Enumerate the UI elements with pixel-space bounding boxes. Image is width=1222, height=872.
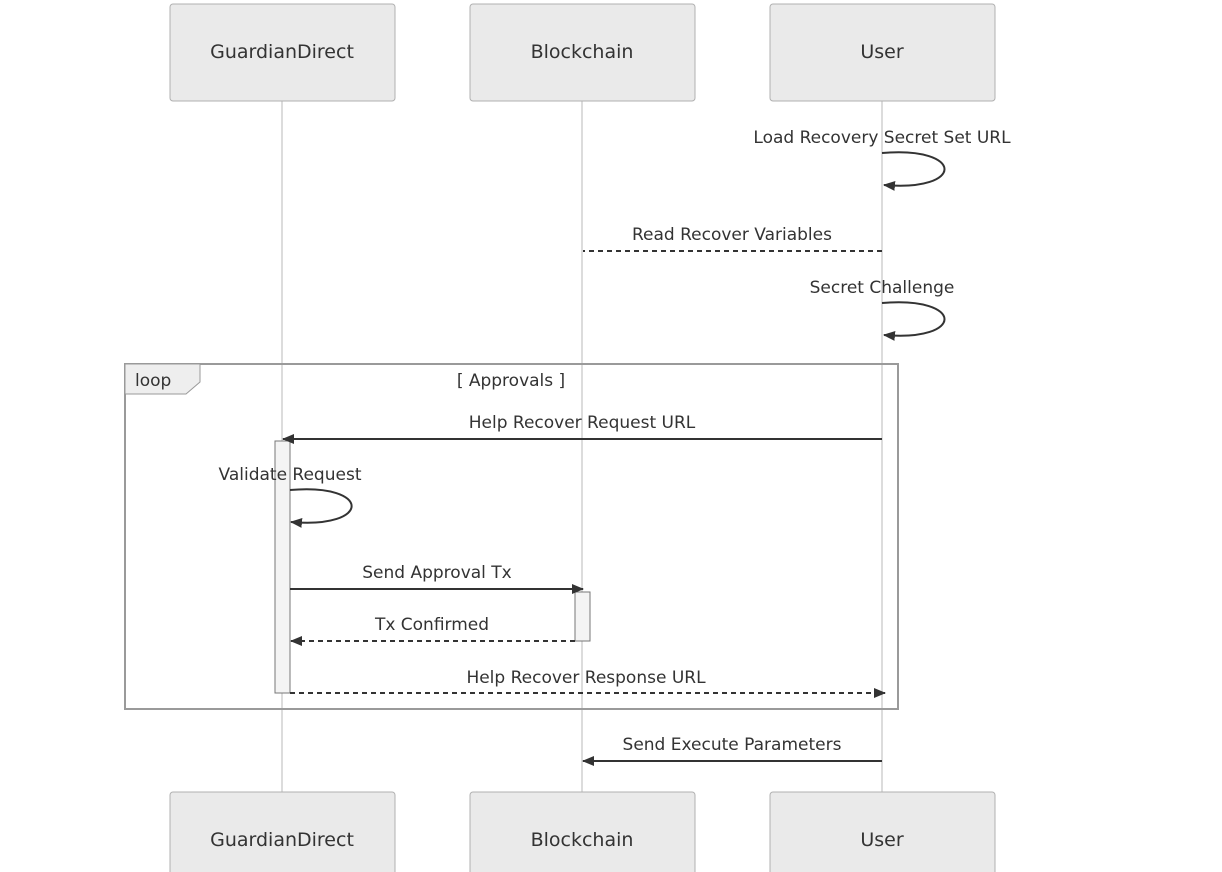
actor-label: User xyxy=(860,41,903,63)
actor-bottom-guardiandirect: GuardianDirect xyxy=(169,791,396,872)
message-send-execute-parameters: Send Execute Parameters xyxy=(582,735,882,766)
message-label: Send Approval Tx xyxy=(362,563,512,583)
actor-top-guardiandirect: GuardianDirect xyxy=(169,3,396,102)
actor-top-user: User xyxy=(769,3,996,102)
message-label: Help Recover Response URL xyxy=(466,668,706,688)
message-label: Validate Request xyxy=(219,465,362,485)
actor-label: Blockchain xyxy=(531,41,634,63)
actor-label: User xyxy=(860,829,903,851)
loop-keyword: loop xyxy=(135,371,171,391)
message-label: Tx Confirmed xyxy=(374,615,489,635)
message-label: Send Execute Parameters xyxy=(623,735,842,755)
actor-top-blockchain: Blockchain xyxy=(469,3,696,102)
actor-label: Blockchain xyxy=(531,829,634,851)
message-help-recover-response-url: Help Recover Response URL xyxy=(290,668,886,698)
actor-label: GuardianDirect xyxy=(210,829,354,851)
message-load-recovery-secret-set-url: Load Recovery Secret Set URL xyxy=(753,128,1011,191)
message-label: Secret Challenge xyxy=(810,278,955,298)
message-read-recover-variables: Read Recover Variables xyxy=(583,225,882,252)
message-label: Help Recover Request URL xyxy=(469,413,696,433)
loop-condition: [ Approvals ] xyxy=(457,371,565,391)
loop-frame: loop [ Approvals ] xyxy=(124,363,899,710)
actor-bottom-blockchain: Blockchain xyxy=(469,791,696,872)
message-validate-request: Validate Request xyxy=(219,465,362,528)
activation-blockchain xyxy=(574,591,591,642)
message-secret-challenge: Secret Challenge xyxy=(810,278,955,341)
message-help-recover-request-url: Help Recover Request URL xyxy=(282,413,882,444)
message-label: Read Recover Variables xyxy=(632,225,832,245)
actor-bottom-user: User xyxy=(769,791,996,872)
message-label: Load Recovery Secret Set URL xyxy=(753,128,1011,148)
message-tx-confirmed: Tx Confirmed xyxy=(290,615,575,646)
message-send-approval-tx: Send Approval Tx xyxy=(290,563,584,594)
actor-label: GuardianDirect xyxy=(210,41,354,63)
